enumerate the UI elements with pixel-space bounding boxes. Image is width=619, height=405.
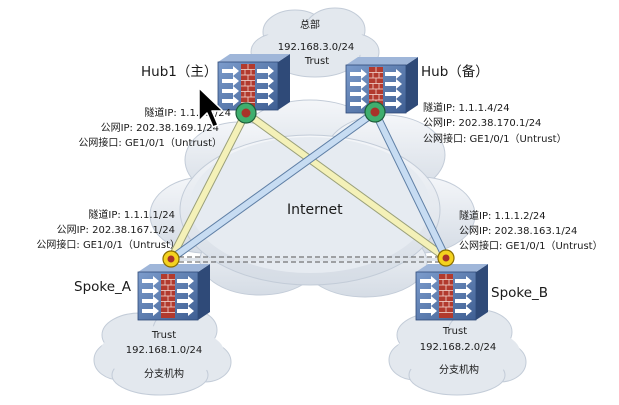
spoke-a-public-interface: 公网接口: GE1/0/1（Untrust） <box>36 238 180 251</box>
tunnel-hub1-spoke-b <box>242 109 450 262</box>
hub1-public-interface: 公网接口: GE1/0/1（Untrust） <box>78 136 222 149</box>
spoke-b-name: Spoke_B <box>491 285 548 301</box>
spoke-a-port-marker <box>162 250 180 268</box>
hq-subnet: 192.168.3.0/24 <box>278 42 355 53</box>
hq-title: 总部 <box>300 18 320 31</box>
spoke-b-public-ip: 公网IP: 202.38.163.1/24 <box>459 225 577 237</box>
mouse-cursor-icon <box>198 87 224 128</box>
spoke-b-tunnel-ip: 隧道IP: 1.1.1.2/24 <box>459 209 546 222</box>
spoke-b-port-marker <box>437 249 455 267</box>
spoke-a-public-ip: 公网IP: 202.38.167.1/24 <box>57 224 175 236</box>
spoke-a-subnet: 192.168.1.0/24 <box>126 345 203 356</box>
spoke-a-tunnel-ip: 隧道IP: 1.1.1.1/24 <box>88 208 175 221</box>
internet-label: Internet <box>287 202 343 218</box>
spoke-a-firewall <box>137 263 211 321</box>
spoke-b-subnet: 192.168.2.0/24 <box>420 342 497 353</box>
hub2-public-ip: 公网IP: 202.38.170.1/24 <box>423 117 541 129</box>
hub2-name: Hub（备） <box>421 63 489 80</box>
hub2-tunnel-ip: 隧道IP: 1.1.1.4/24 <box>423 101 510 114</box>
spoke-b-branch: 分支机构 <box>439 363 479 376</box>
hub1-name: Hub1（主） <box>141 64 217 80</box>
tunnel-hub2-spoke-a <box>167 108 379 263</box>
hq-cloud <box>250 7 380 78</box>
tunnels <box>167 108 450 263</box>
hub2-public-interface: 公网接口: GE1/0/1（Untrust） <box>423 132 567 145</box>
spoke-a-zone: Trust <box>151 330 176 341</box>
hub1-port-marker <box>235 102 257 124</box>
spoke-b-firewall <box>415 263 489 321</box>
hub1-public-ip: 公网IP: 202.38.169.1/24 <box>101 122 219 134</box>
hq-zone: Trust <box>304 56 329 67</box>
spoke-b-cloud <box>388 309 527 396</box>
tunnel-spoke-a-spoke-b <box>171 256 446 263</box>
spoke-b-zone: Trust <box>442 326 467 337</box>
spoke-b-public-interface: 公网接口: GE1/0/1（Untrust） <box>459 239 603 252</box>
spoke-a-name: Spoke_A <box>74 279 132 295</box>
hub1-firewall <box>217 53 291 111</box>
spoke-a-branch: 分支机构 <box>144 367 184 380</box>
hub2-port-marker <box>364 101 386 123</box>
internet-cloud <box>149 99 476 298</box>
tunnel-hub1-spoke-a <box>167 109 250 263</box>
tunnel-hub2-spoke-b <box>371 108 450 262</box>
